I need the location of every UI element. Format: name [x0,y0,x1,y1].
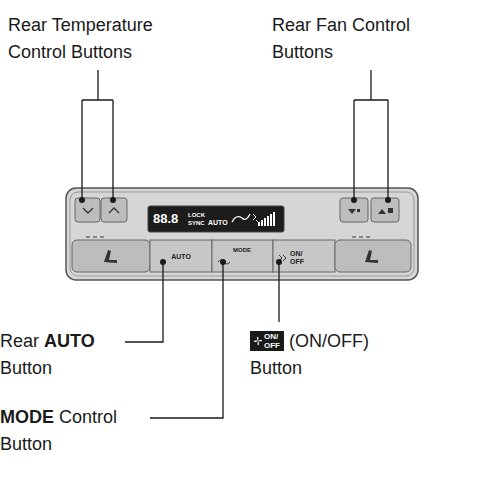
callout-label: Rear AUTO Button [0,328,118,382]
up-chevron [109,208,119,213]
display-indicator: LOCK [188,212,205,218]
temp-down-button [75,198,100,222]
button-text: ON/ OFF [290,250,306,265]
seat-heater-levels [86,236,370,237]
display-indicator: SYNC [188,220,205,226]
temp-up-button [101,198,127,222]
callout-text: Button [250,358,302,378]
lcd-display [148,206,284,232]
seat-heater-button-right [335,240,411,272]
fan-up-button [371,198,399,222]
fan-up-triangle [378,209,386,214]
callout-text-bold: AUTO [44,331,95,351]
panel-inner-edge [70,192,414,276]
fan-down-button [340,198,368,222]
callout-text: Button [0,358,52,378]
fan-down-triangle [348,209,356,214]
callout-text: (ON/OFF) [289,331,369,351]
auto-button [150,240,212,272]
fan-indicator [253,214,259,223]
leader-dots [79,197,391,265]
leader-lines [82,70,388,418]
button-text: MODE [233,247,251,253]
fan-square [357,209,360,212]
callout-label: MODE Control Button [0,404,148,458]
display-indicator: AUTO [208,219,228,226]
onoff-button [273,240,335,272]
onoff-icon: ON/ OFF [250,331,284,351]
callout-label: ON/ OFF (ON/OFF) Button [250,328,425,382]
fan-square [388,208,393,213]
fan-symbol [252,335,264,347]
mode-indicator [232,214,250,222]
down-chevron [83,208,93,213]
mode-icon [218,260,230,264]
fan-level-bars [258,212,275,226]
callout-label: Rear Temperature Control Buttons [8,12,198,66]
mode-button [212,240,273,272]
panel-housing [66,188,418,280]
icon-text: ON/ OFF [264,332,282,350]
button-text: AUTO [171,253,191,260]
callout-label: Rear Fan Control Buttons [272,12,467,66]
callout-text-bold: MODE [0,407,54,427]
display-digits: 88.8 [153,212,178,225]
callout-text: Rear [0,331,39,351]
seat-heater-button-left [72,240,150,272]
